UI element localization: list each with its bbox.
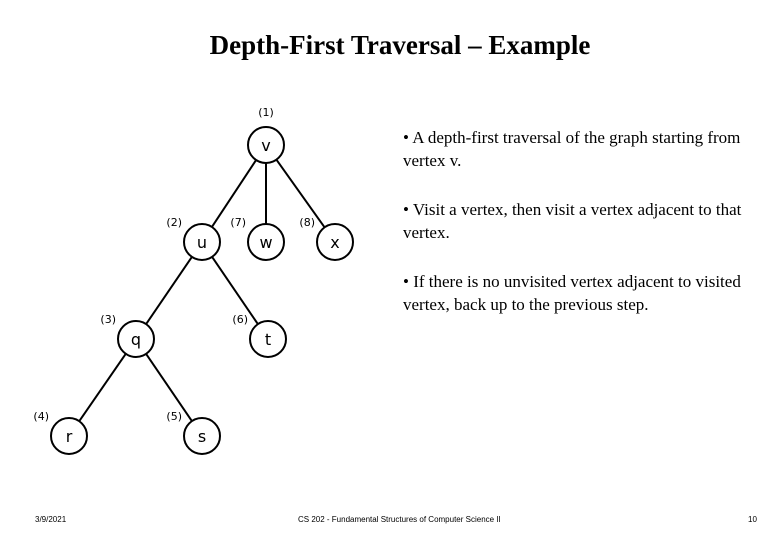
visit-order-label-w: (7)	[230, 216, 246, 229]
vertex-label-u: u	[197, 233, 207, 252]
bullet-item-1: • A depth-first traversal of the graph s…	[403, 128, 741, 170]
visit-order-label-s: (5)	[166, 410, 182, 423]
vertex-r	[50, 417, 88, 455]
vertex-label-t: t	[265, 330, 271, 349]
vertex-label-s: s	[198, 427, 206, 446]
edge-u-t	[211, 256, 259, 325]
visit-order-label-u: (2)	[166, 216, 182, 229]
vertex-u	[183, 223, 221, 261]
bullet-item-2: • Visit a vertex, then visit a vertex ad…	[403, 200, 742, 242]
edge-q-r	[78, 353, 127, 422]
visit-order-label-r: (4)	[33, 410, 49, 423]
slide-title: Depth-First Traversal – Example	[209, 30, 591, 60]
vertex-label-r: r	[66, 427, 73, 446]
vertex-x	[316, 223, 354, 261]
vertex-label-w: w	[259, 233, 272, 252]
visit-order-label-q: (3)	[100, 313, 116, 326]
bullet-list: • A depth-first traversal of the graph s…	[403, 126, 748, 316]
edge-v-x	[275, 159, 326, 228]
edge-q-s	[145, 353, 193, 422]
vertex-v	[247, 126, 285, 164]
vertex-label-v: v	[261, 136, 270, 155]
footer-date: 3/9/2021	[35, 515, 67, 524]
vertex-w	[247, 223, 285, 261]
visit-order-label-x: (8)	[299, 216, 315, 229]
vertex-s	[183, 417, 221, 455]
visit-order-label-v: (1)	[258, 106, 274, 119]
vertex-q	[117, 320, 155, 358]
edge-v-u	[211, 159, 257, 228]
visit-order-label-t: (6)	[232, 313, 248, 326]
footer-course: CS 202 - Fundamental Structures of Compu…	[298, 515, 501, 524]
footer-page-number: 10	[748, 515, 757, 524]
vertex-label-q: q	[131, 330, 141, 349]
bullet-item-3: • If there is no unvisited vertex adjace…	[403, 272, 741, 314]
edge-u-q	[145, 256, 193, 325]
vertex-t	[249, 320, 287, 358]
vertex-label-x: x	[330, 233, 339, 252]
